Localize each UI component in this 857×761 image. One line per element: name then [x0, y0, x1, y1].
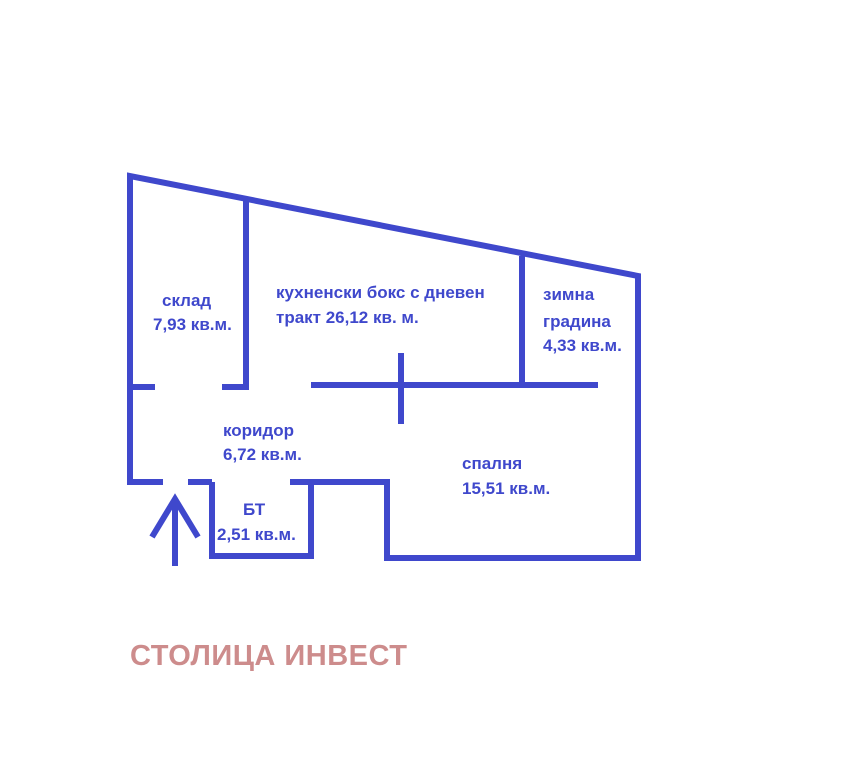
bathroom-area: 2,51 кв.м.	[217, 525, 296, 544]
winter-garden-area: 4,33 кв.м.	[543, 336, 622, 355]
corridor-name: коридор	[223, 421, 294, 440]
walls	[127, 172, 641, 561]
bathroom-walls	[209, 482, 314, 559]
arrow-up-icon	[149, 493, 201, 566]
winter-garden-label-line1: зимна	[543, 285, 595, 304]
storage-area: 7,93 кв.м.	[153, 315, 232, 334]
watermark-logo-text: СТОЛИЦА ИНВЕСТ	[130, 640, 408, 672]
kitchen-label-line2: тракт 26,12 кв. м.	[276, 308, 419, 327]
outer-wall-left-top-right	[127, 172, 641, 561]
kitchen-label-line1: кухненски бокс с дневен	[276, 283, 485, 302]
bathroom-name: БТ	[243, 500, 266, 519]
storage-name: склад	[162, 291, 211, 310]
bedroom-name: спалня	[462, 454, 522, 473]
corridor-area: 6,72 кв.м.	[223, 445, 302, 464]
winter-garden-label-line2: градина	[543, 312, 611, 331]
bedroom-area: 15,51 кв.м.	[462, 479, 550, 498]
